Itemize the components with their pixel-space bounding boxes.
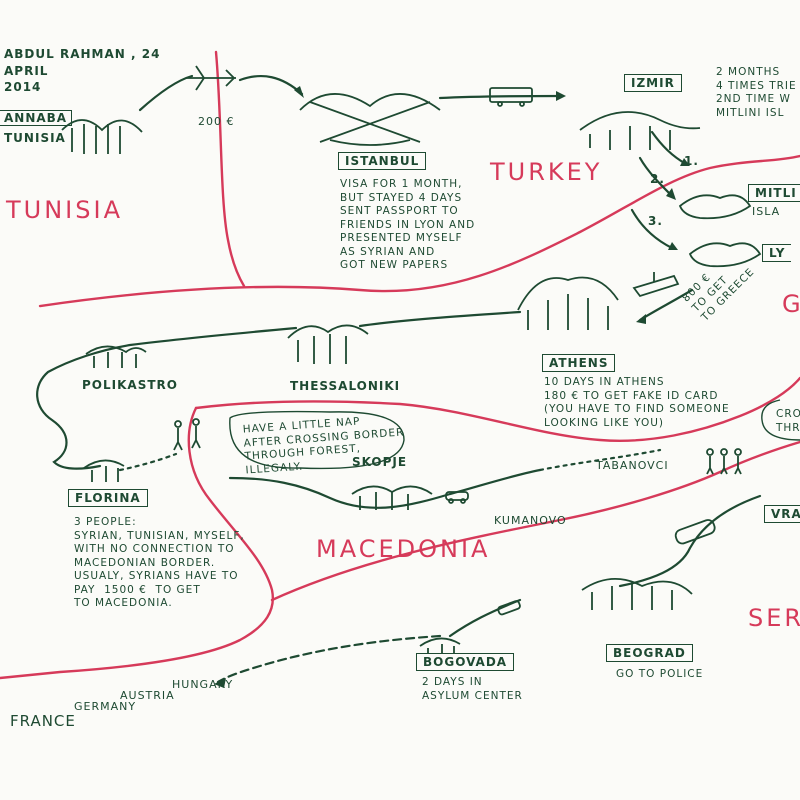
route-skopje-kumanovo [228,468,542,509]
date-month: APRIL [4,64,49,78]
country-tunisia: TUNISIA [6,196,123,224]
route-florina-skopje [118,452,178,472]
note-izmir: 2 MONTHS 4 TIMES TRIE 2ND TIME W MITLINI… [716,66,797,119]
arrowhead-hungary [214,678,226,688]
city-florina: FLORINA [68,489,148,507]
vehicles [173,65,742,616]
city-vranje: VRAN [764,505,800,523]
note-istanbul: VISA FOR 1 MONTH, BUT STAYED 4 DAYS SENT… [340,178,476,271]
country-macedonia: MACEDONIA [316,535,491,563]
note-crossing: CROS THRO [776,408,800,434]
route-istanbul-izmir [438,94,562,100]
city-mitlini-sub: ISLA [752,205,781,218]
city-clusters [61,93,762,658]
walking-people-icon [173,418,201,451]
speech-bubble [229,410,405,470]
date-year: 2014 [4,80,42,94]
island-mitlini [678,194,752,220]
city-polikastro: POLIKASTRO [82,378,178,392]
arrowhead-boat2 [666,188,676,200]
speech-bubble-right [761,399,800,441]
country-turkey: TURKEY [490,158,603,186]
cluster-annaba [61,119,143,154]
car-icon-serbia [497,600,521,616]
city-skopje: SKOPJE [352,455,408,469]
walking-people-icon-serbia [706,448,742,475]
city-lyon-island: LY [762,244,792,262]
arrowhead-boat1 [680,158,690,166]
route-step-1: 1. [684,154,699,168]
city-tabanovci: TABANOVCI [596,459,669,472]
cluster-polikastro [85,345,147,368]
note-nap: HAVE A LITTLE NAP AFTER CROSSING BORDER … [242,415,405,477]
island-lyon [688,242,762,268]
city-istanbul: ISTANBUL [338,152,427,170]
route-izmir-boat1 [650,130,688,166]
note-bogovada: 2 DAYS IN ASYLUM CENTER [422,676,523,702]
city-mitlini: MITLI [748,184,800,202]
plane-icon [186,65,236,91]
route-thessaloniki-polikastro [36,326,298,470]
cluster-florina [83,459,125,482]
cluster-kumanovo [351,485,433,510]
arrowhead-izmir [556,91,566,101]
cluster-beograd [581,577,693,610]
cluster-izmir [579,111,701,150]
route-flight-arc [138,74,194,112]
origin-city: ANNABA [0,110,73,126]
country-borders [0,50,800,680]
route-step-3: 3. [648,214,663,228]
route-izmir-boat3 [630,208,674,250]
city-bogovada: BOGOVADA [416,653,515,671]
city-hungary: HUNGARY [172,678,234,691]
note-athens: 10 DAYS IN ATHENS 180 € TO GET FAKE ID C… [544,376,730,429]
cluster-thessaloniki [287,324,369,364]
note-florina: 3 PEOPLE: SYRIAN, TUNISIAN, MYSELF, WITH… [74,516,245,609]
cluster-athens [517,276,619,330]
border-macedonia-serbia [270,440,800,602]
boat-icon [632,272,680,298]
city-athens: ATHENS [542,354,616,372]
arrowheads [214,86,690,688]
train-icon [674,519,716,545]
city-france: FRANCE [10,712,76,730]
note-beograd: GO TO POLICE [616,668,704,680]
flight-cost: 200 € [198,115,235,128]
cluster-istanbul [299,93,441,146]
arrowhead-boat3 [668,242,678,250]
route-to-istanbul [238,74,304,96]
bus-icon [489,87,533,107]
route-to-hungary [216,634,442,684]
border-greece-macedonia [194,376,800,442]
arrowhead-greece [636,314,646,324]
border-tunisia-vertical [214,50,246,288]
border-macedonia-west [0,406,275,680]
route-step-2: 2. [650,172,665,186]
route [36,74,762,684]
arrowhead-istanbul [294,86,304,98]
route-vranje-road [618,494,762,588]
city-thessaloniki: THESSALONIKI [290,379,401,393]
city-austria: AUSTRIA [120,689,175,702]
route-beograd-bogovada [448,598,522,638]
city-germany: GERMANY [74,700,137,713]
border-turkey-greece [38,154,800,308]
city-beograd: BEOGRAD [606,644,693,662]
origin-country: TUNISIA [4,131,66,145]
traveler-name: ABDUL RAHMAN , 24 [4,47,161,61]
country-greece: G [782,290,800,318]
car-icon [445,491,469,504]
country-serbia: SER [748,604,800,632]
city-izmir: IZMIR [624,74,682,92]
city-kumanovo: KUMANOVO [494,514,567,527]
route-athens-thessaloniki [358,310,522,328]
